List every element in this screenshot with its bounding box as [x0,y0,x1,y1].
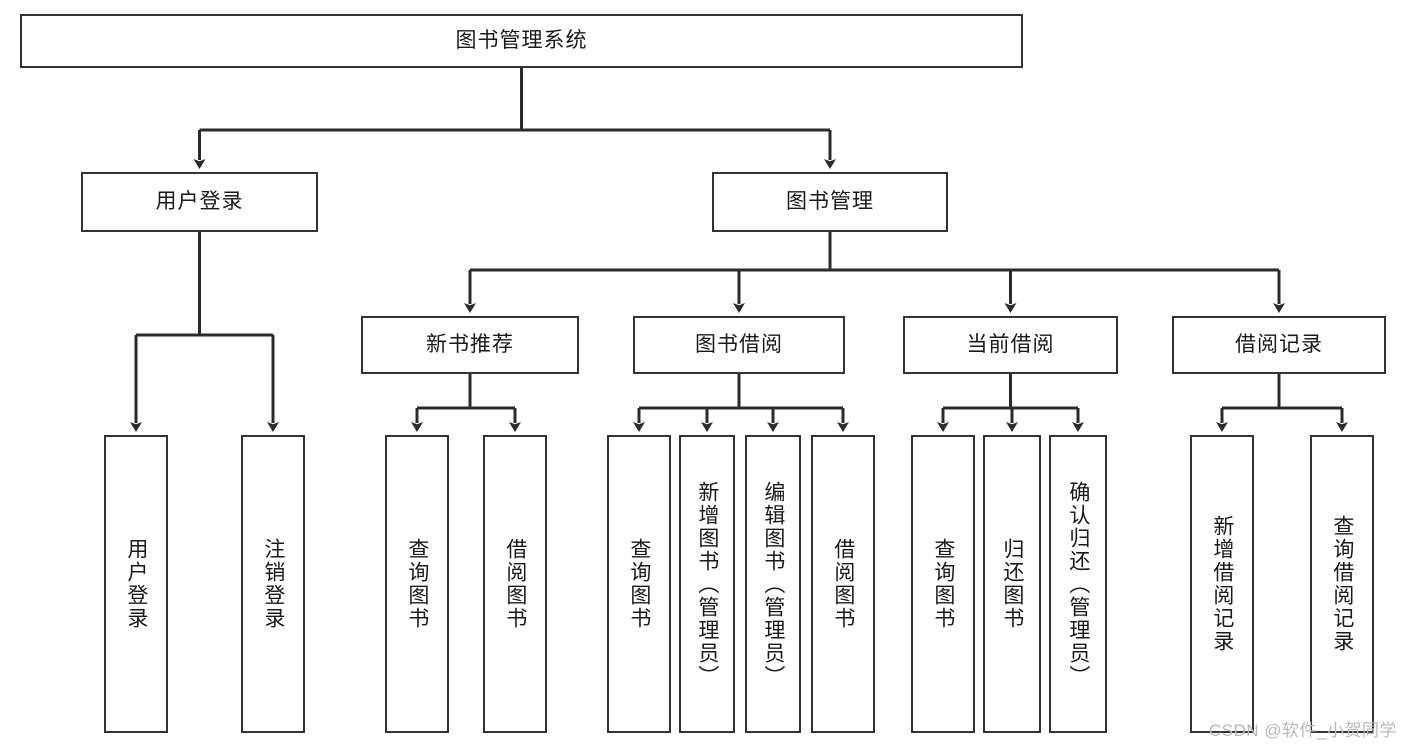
node-label: 查询图书 [405,538,429,630]
node-label: 确认归还（管理员） [1066,480,1090,688]
node-leaf-query-3[interactable]: 查询图书 [911,435,975,733]
node-leaf-return[interactable]: 归还图书 [983,435,1041,733]
node-label: 查询图书 [931,538,955,630]
node-label: 编辑图书（管理员） [761,480,785,688]
node-book-borrow[interactable]: 图书借阅 [633,316,845,374]
node-label: 注销登录 [261,538,285,630]
node-leaf-borrow-1[interactable]: 借阅图书 [483,435,547,733]
node-borrow-record[interactable]: 借阅记录 [1172,316,1386,374]
node-label: 借阅图书 [503,538,527,630]
node-root[interactable]: 图书管理系统 [20,14,1023,68]
node-label: 新增图书（管理员） [695,480,719,688]
node-label: 查询借阅记录 [1330,515,1354,653]
node-leaf-query-2[interactable]: 查询图书 [607,435,671,733]
csdn-watermark: CSDN @软件_小贺同学 [1208,721,1397,740]
node-leaf-add-book[interactable]: 新增图书（管理员） [679,435,735,733]
node-label: 用户登录 [124,538,148,630]
node-user-login[interactable]: 用户登录 [81,172,318,232]
node-label: 图书管理系统 [455,29,588,53]
node-leaf-confirm[interactable]: 确认归还（管理员） [1049,435,1107,733]
node-current-borrow[interactable]: 当前借阅 [903,316,1118,374]
node-leaf-borrow-2[interactable]: 借阅图书 [811,435,875,733]
node-book-manage[interactable]: 图书管理 [712,172,948,232]
node-label: 借阅记录 [1235,333,1323,357]
node-label: 新书推荐 [426,333,514,357]
node-label: 图书管理 [786,190,874,214]
node-leaf-query-1[interactable]: 查询图书 [385,435,449,733]
node-new-book-rec[interactable]: 新书推荐 [361,316,579,374]
node-label: 当前借阅 [966,333,1055,357]
node-label: 归还图书 [1000,538,1024,630]
node-leaf-add-rec[interactable]: 新增借阅记录 [1190,435,1254,733]
node-label: 图书借阅 [695,333,783,357]
node-leaf-edit-book[interactable]: 编辑图书（管理员） [745,435,801,733]
node-leaf-query-rec[interactable]: 查询借阅记录 [1310,435,1374,733]
node-label: 用户登录 [155,190,244,214]
node-label: 借阅图书 [831,538,855,630]
node-label: 查询图书 [627,538,651,630]
node-label: 新增借阅记录 [1210,515,1234,653]
node-leaf-user-login[interactable]: 用户登录 [104,435,168,733]
node-leaf-logout[interactable]: 注销登录 [241,435,305,733]
